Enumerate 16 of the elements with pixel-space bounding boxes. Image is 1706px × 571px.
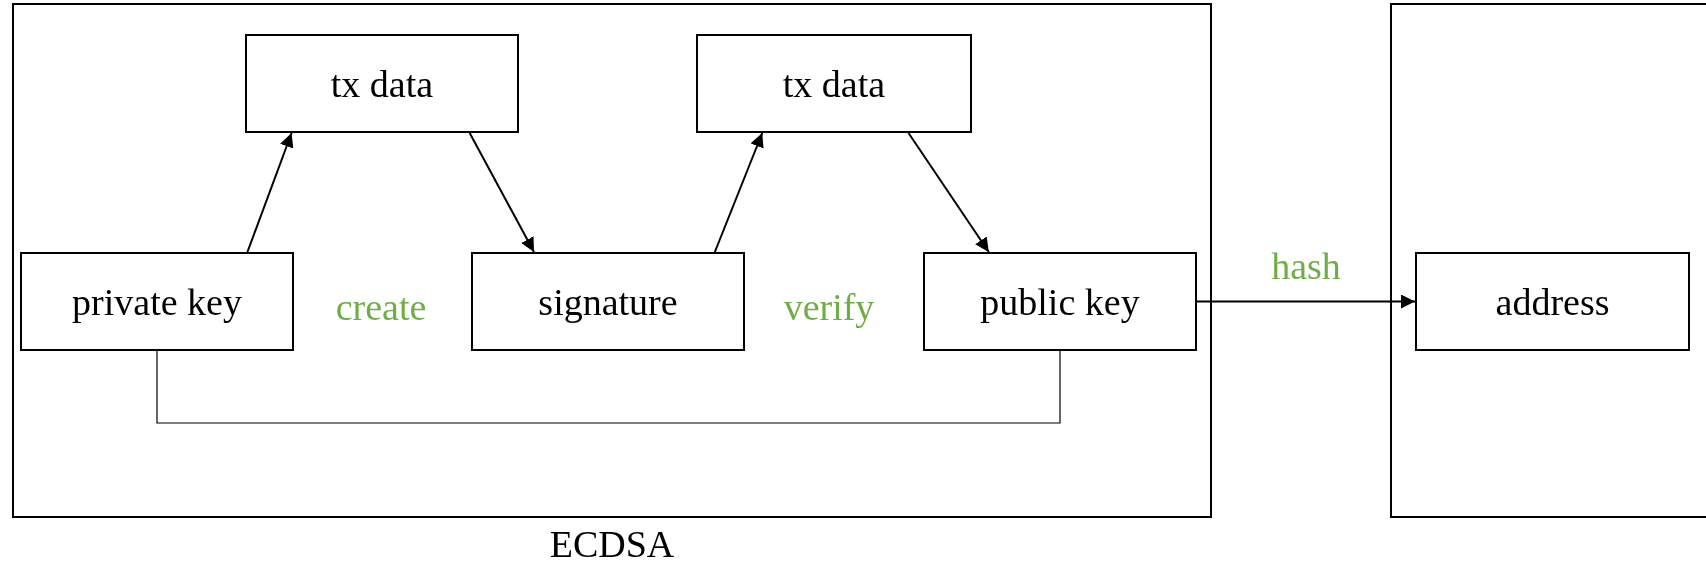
- process-box: [471, 252, 745, 351]
- process-box: [696, 34, 972, 133]
- group-frame: [1390, 3, 1706, 518]
- process-box: [245, 34, 519, 133]
- process-box: [20, 252, 294, 351]
- process-box: [1415, 252, 1690, 351]
- box-label: tx data: [782, 61, 886, 106]
- step-label: verify: [782, 285, 876, 329]
- box-label: private key: [72, 279, 242, 324]
- box-label: address: [1495, 279, 1610, 324]
- box-label: signature: [538, 279, 678, 324]
- box-label: public key: [980, 279, 1140, 324]
- group-title: ECDSA: [549, 523, 675, 565]
- process-box: [923, 252, 1197, 351]
- step-label: create: [334, 285, 428, 329]
- box-label: tx data: [330, 61, 434, 106]
